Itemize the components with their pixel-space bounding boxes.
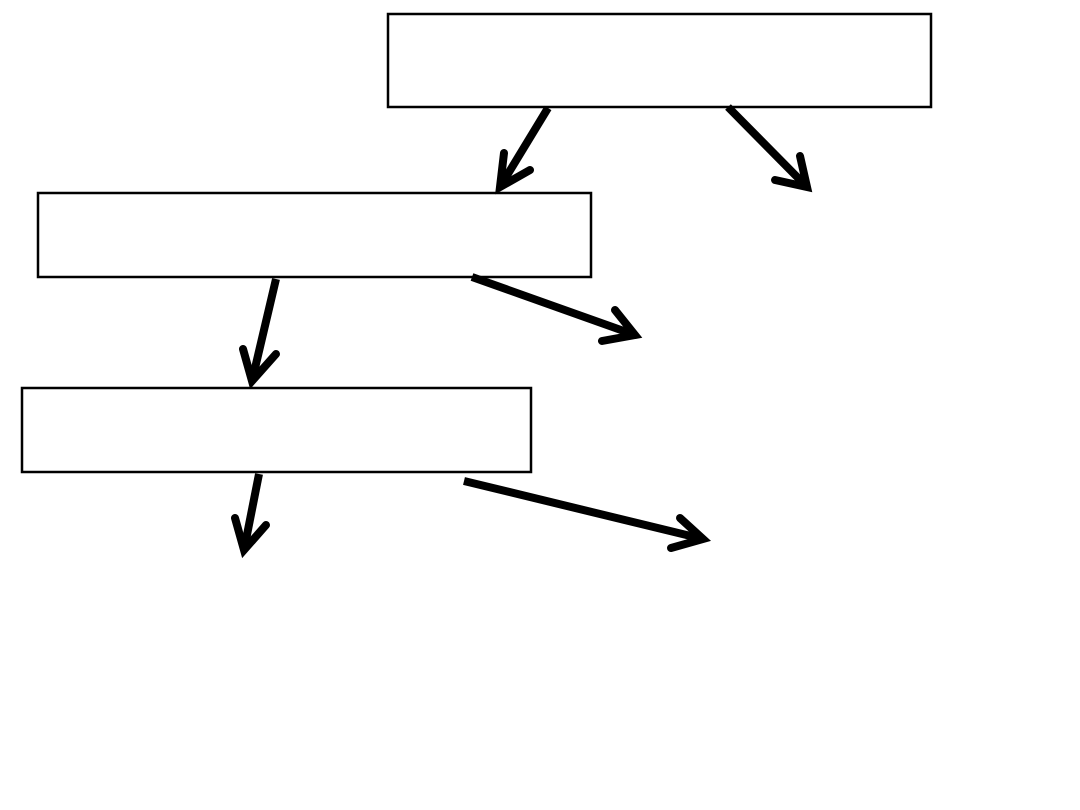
arrow-bottom-to-right-head xyxy=(667,514,712,552)
arrow-bottom-to-right xyxy=(463,477,712,552)
box-middle-frame xyxy=(36,191,593,279)
arrow-bottom-down-head xyxy=(231,514,270,559)
arrow-middle-to-bottom-shaft xyxy=(248,278,280,382)
arrow-top-to-right xyxy=(725,104,813,193)
arrow-bottom-to-right-shaft xyxy=(463,477,704,543)
arrow-top-to-middle-head xyxy=(495,149,534,195)
arrow-middle-to-right xyxy=(470,273,643,345)
arrow-top-to-right-head xyxy=(771,152,813,193)
box-middle xyxy=(36,191,593,279)
arrow-top-to-right-shaft xyxy=(725,104,810,190)
arrow-bottom-down-shaft xyxy=(240,473,263,551)
box-top xyxy=(386,12,933,109)
arrow-top-to-middle xyxy=(495,105,552,195)
box-bottom-frame xyxy=(20,386,533,474)
arrow-bottom-down xyxy=(231,473,270,559)
box-bottom xyxy=(20,386,533,474)
arrow-middle-to-bottom xyxy=(239,278,280,390)
arrow-top-to-middle-shaft xyxy=(496,105,552,190)
arrow-middle-to-right-head xyxy=(598,306,643,345)
box-top-frame xyxy=(386,12,933,109)
arrow-middle-to-bottom-head xyxy=(239,345,280,390)
arrow-middle-to-right-shaft xyxy=(470,273,637,339)
